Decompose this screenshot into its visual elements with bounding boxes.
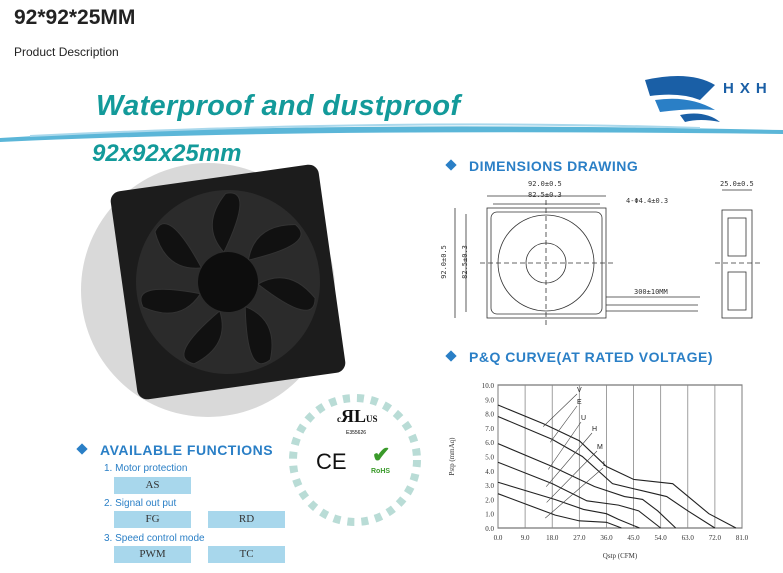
- page-title: 92*92*25MM: [14, 6, 136, 29]
- pq-heading: P&Q CURVE(AT RATED VOLTAGE): [445, 349, 713, 365]
- pq-chart: 0.0 9.0 18.0 27.0 36.0 45.0 54.0 63.0 72.0 81.0 0.…: [448, 382, 749, 560]
- x-tick-label: 81.0: [736, 534, 749, 542]
- series-line-e: [497, 415, 716, 529]
- dimensions-drawing: [454, 189, 760, 325]
- rohs-mark: RoHS: [371, 468, 391, 475]
- plot-area: [497, 384, 743, 529]
- x-tick-label: 63.0: [682, 534, 695, 542]
- y-tick-label: 10.0: [482, 382, 495, 390]
- series-line-u: [497, 443, 677, 529]
- dim-width-outer: 92.0±0.5: [528, 180, 562, 188]
- functions-heading-text: AVAILABLE FUNCTIONS: [100, 442, 274, 458]
- function-option-pwm: PWM: [114, 546, 191, 563]
- banner-decoration: [0, 76, 783, 526]
- diamond-bullet-icon: [445, 350, 457, 362]
- ul-number: E355626: [346, 430, 367, 436]
- diamond-bullet-icon: [445, 159, 457, 171]
- x-tick-label: 9.0: [521, 534, 530, 542]
- dim-width-inner: 82.5±0.3: [528, 191, 562, 199]
- series-pointer: [545, 467, 604, 519]
- dim-height-outer: 92.0±0.5: [439, 245, 448, 279]
- y-tick-label: 8.0: [485, 411, 494, 419]
- series-pointer: [545, 432, 593, 487]
- dim-hole: 4-Φ4.4±0.3: [626, 197, 669, 205]
- brand-logo-icon: [645, 76, 720, 122]
- y-tick-label: 2.0: [485, 496, 494, 504]
- x-tick-label: 54.0: [655, 534, 668, 542]
- series-pointer: [547, 421, 582, 470]
- series-label: M: [597, 444, 603, 451]
- y-tick-label: 1.0: [485, 511, 494, 519]
- series-label: V: [577, 387, 582, 394]
- wave-line: [0, 126, 783, 142]
- y-tick-label: 0.0: [485, 525, 494, 533]
- function-label: 1. Motor protection: [104, 463, 188, 474]
- x-tick-label: 45.0: [627, 534, 640, 542]
- series-pointer: [546, 450, 598, 503]
- series-pointer: [542, 393, 578, 427]
- y-tick-label: 5.0: [485, 454, 494, 462]
- pq-heading-text: P&Q CURVE(AT RATED VOLTAGE): [469, 349, 713, 365]
- y-tick-label: 4.0: [485, 468, 494, 476]
- dimensions-heading: DIMENSIONS DRAWING: [445, 158, 639, 174]
- y-tick-label: 9.0: [485, 396, 494, 404]
- diamond-bullet-icon: [76, 443, 88, 455]
- function-label: 2. Signal out put: [104, 498, 177, 509]
- functions-heading: AVAILABLE FUNCTIONS: [76, 442, 274, 458]
- checkmark-icon: ✔: [372, 442, 391, 467]
- function-label: 3. Speed control mode: [104, 533, 205, 544]
- x-tick-label: 18.0: [546, 534, 559, 542]
- x-axis-label: Qstp (CFM): [603, 552, 638, 560]
- dim-lead: 300±10MM: [634, 288, 668, 296]
- y-tick-label: 3.0: [485, 482, 494, 490]
- function-option-tc: TC: [208, 546, 285, 563]
- brand-name: HXH: [723, 80, 773, 97]
- y-tick-label: 6.0: [485, 439, 494, 447]
- cert-ring: [289, 394, 421, 526]
- dim-depth: 25.0±0.5: [720, 180, 754, 188]
- banner-size: 92x92x25mm: [92, 140, 242, 167]
- x-tick-label: 27.0: [573, 534, 586, 542]
- ul-mark-icon: cЯLUS: [337, 406, 378, 426]
- function-option-fg: FG: [114, 511, 191, 528]
- ce-mark-icon: CE: [316, 449, 347, 474]
- series-label: E: [577, 399, 582, 406]
- series-line-m: [497, 481, 640, 529]
- series-line-h: [497, 461, 662, 529]
- series-label: U: [581, 415, 586, 422]
- fan-image: [110, 164, 346, 400]
- series-line-l: [497, 493, 622, 529]
- y-tick-label: 7.0: [485, 425, 494, 433]
- series-line-v: [497, 404, 737, 529]
- function-option-rd: RD: [208, 511, 285, 528]
- dim-height-inner: 82.5±0.3: [460, 245, 469, 279]
- x-tick-label: 36.0: [600, 534, 613, 542]
- x-tick-label: 72.0: [709, 534, 722, 542]
- x-tick-label: 0.0: [494, 534, 503, 542]
- series-pointer: [549, 405, 578, 443]
- product-description-heading: Product Description: [14, 45, 119, 59]
- function-option-as: AS: [114, 477, 191, 494]
- series-label: H: [592, 426, 597, 433]
- y-axis-label: Pstp (mmAq): [448, 437, 456, 476]
- dimensions-heading-text: DIMENSIONS DRAWING: [469, 158, 639, 174]
- series-label: L: [603, 461, 607, 468]
- banner-headline: Waterproof and dustproof: [96, 90, 461, 122]
